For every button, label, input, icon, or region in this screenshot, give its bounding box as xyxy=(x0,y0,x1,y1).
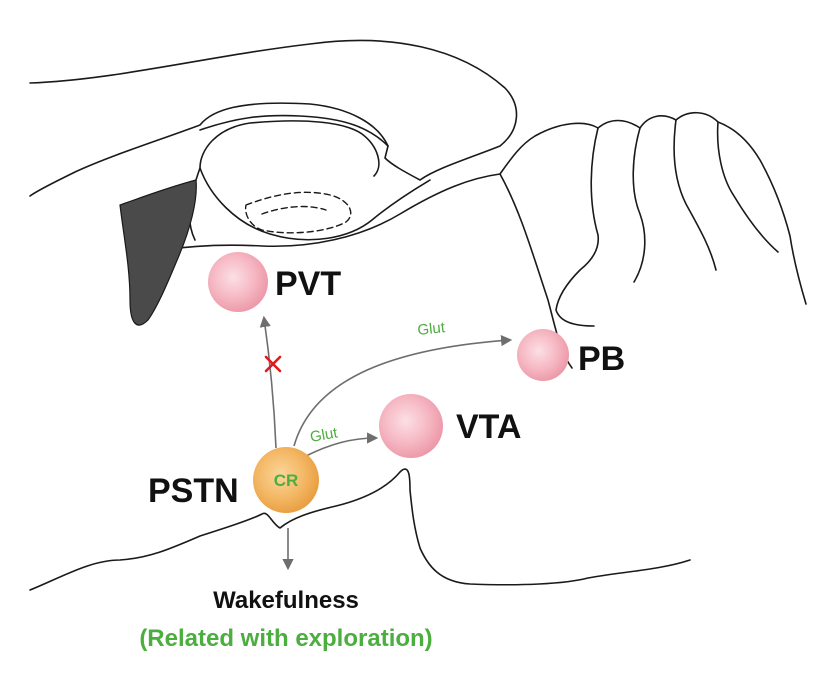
cerebellum-outline xyxy=(597,111,807,305)
pstn-to-pvt-arrow xyxy=(259,315,277,449)
connections xyxy=(259,315,513,571)
cerebellum-lobule-2 xyxy=(632,127,646,283)
pvt-label: PVT xyxy=(275,265,341,303)
pb-nucleus xyxy=(517,329,569,381)
cortex-outline xyxy=(29,39,518,197)
pstn-marker-label: CR xyxy=(274,471,299,490)
cerebellum-lobule-3 xyxy=(673,119,717,271)
output-detail-caption: (Related with exploration) xyxy=(139,625,432,652)
pstn-to-vta-label: Glut xyxy=(309,424,340,446)
pstn-to-vta-arrow xyxy=(305,432,379,457)
vta-nucleus xyxy=(379,394,443,458)
cerebellum-lobule-4 xyxy=(716,121,779,253)
vta-label: VTA xyxy=(456,408,521,446)
thalamus-outline xyxy=(188,167,431,241)
output-caption: Wakefulness xyxy=(213,587,359,614)
inner-dashed-nucleus xyxy=(244,191,352,234)
hippocampal-arc xyxy=(199,114,389,177)
pstn-label: PSTN xyxy=(148,472,239,510)
pstn-to-pb-label: Glut xyxy=(417,319,447,339)
ventral-surface xyxy=(29,468,691,591)
pvt-nucleus xyxy=(208,252,268,312)
blocked-x-icon xyxy=(264,355,282,373)
cerebellum-lobule-1 xyxy=(555,127,600,327)
pb-label: PB xyxy=(578,340,625,378)
pstn-nucleus xyxy=(253,447,319,513)
forebrain-boundary xyxy=(162,122,599,251)
pstn-to-pb-arrow xyxy=(293,335,513,447)
lateral-ventricle xyxy=(119,179,197,326)
